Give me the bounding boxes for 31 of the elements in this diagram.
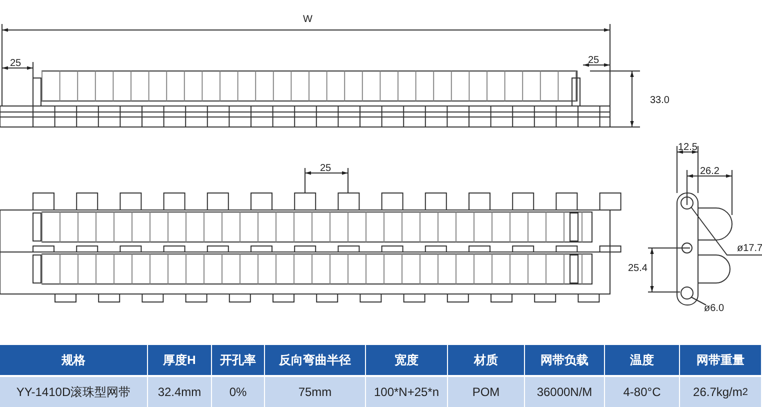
- leader-line: [690, 206, 762, 256]
- table-cell: 36000N/M: [525, 376, 605, 407]
- table-header-cell: 网带负载: [525, 345, 605, 375]
- pin-hole: [680, 286, 694, 300]
- dimension-label: ø6.0: [704, 303, 724, 315]
- pin-hole: [680, 196, 694, 210]
- dimension-label: 25.4: [628, 263, 648, 275]
- dimension-label: 33.0: [650, 95, 670, 107]
- table-cell: 4-80°C: [605, 376, 680, 407]
- dimension-label: 25: [320, 163, 332, 175]
- dimension-label: W: [303, 14, 312, 26]
- table-header-cell: 厚度H: [148, 345, 212, 375]
- dimension-label: 26.2: [700, 166, 720, 178]
- dimension-label: 25: [10, 58, 22, 70]
- table-header-cell: 开孔率: [212, 345, 265, 375]
- dimension-label: 12.5: [678, 142, 698, 154]
- dimension-label: 25: [588, 55, 600, 67]
- table-cell: POM: [448, 376, 525, 407]
- table-cell: 75mm: [265, 376, 366, 407]
- table-cell: 32.4mm: [148, 376, 212, 407]
- dimension-label: ø17.7: [737, 243, 762, 255]
- table-cell: 0%: [212, 376, 265, 407]
- leader-line: [690, 296, 706, 306]
- table-cell: 100*N+25*n: [366, 376, 448, 407]
- table-header-cell: 规格: [0, 345, 148, 375]
- table-cell: YY-1410D滚珠型网带: [0, 376, 148, 407]
- table-header-cell: 宽度: [366, 345, 448, 375]
- table-header-cell: 材质: [448, 345, 525, 375]
- table-header-cell: 反向弯曲半径: [265, 345, 366, 375]
- table-header-cell: 温度: [605, 345, 680, 375]
- table-header-cell: 网带重量: [680, 345, 762, 375]
